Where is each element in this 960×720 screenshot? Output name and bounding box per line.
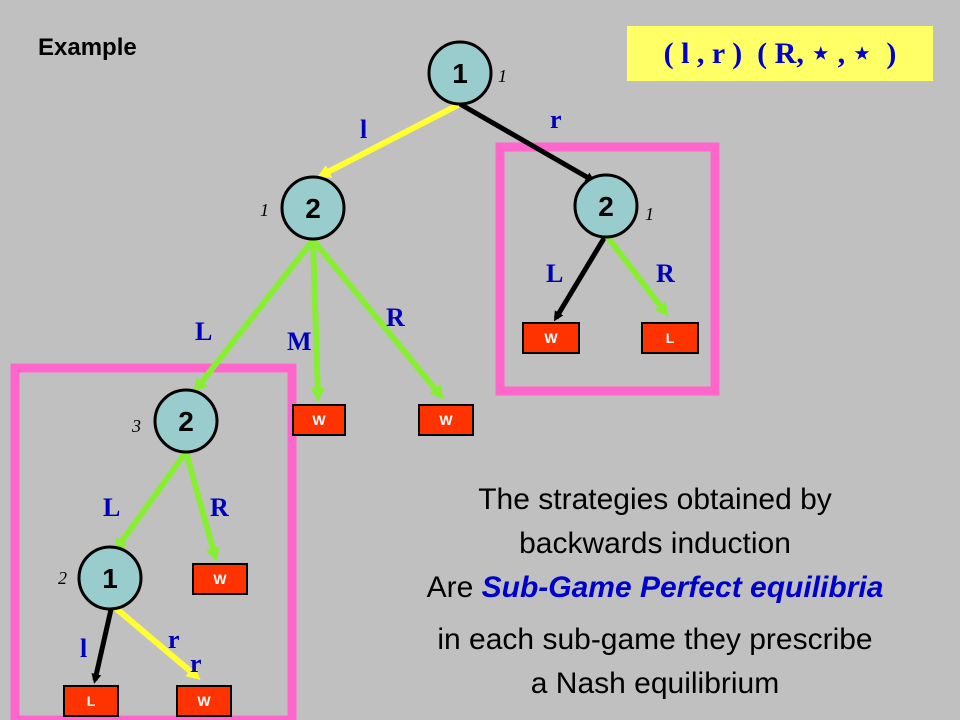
node-left2-index: 1 [260, 200, 269, 220]
node-right2: 2 1 [573, 173, 654, 239]
edge-label-left2-M: M [287, 327, 312, 356]
leaf-right2-R: L [641, 322, 699, 354]
node-bottom1: 1 2 [58, 545, 143, 611]
slide-title: Example [38, 34, 137, 61]
node-left2: 2 1 [260, 175, 346, 241]
node-left3-index: 3 [131, 416, 141, 436]
edge-bottom1-r [110, 602, 201, 680]
leaf-left3-R: W [192, 563, 248, 595]
leaf-right2-R-label: L [666, 330, 675, 346]
leaf-left2-M-label: W [312, 412, 326, 428]
edge-label-left3-R: R [210, 493, 229, 522]
edge-right2-L [553, 233, 609, 322]
edge-bottom1-l [91, 604, 115, 684]
node-left3: 2 3 [131, 388, 219, 454]
edge-left2-L [193, 238, 316, 393]
edge-label-root-l: l [360, 115, 367, 144]
edge-label-bottom1-r-lower: r [190, 649, 202, 678]
leaf-left3-R-label: W [213, 571, 227, 587]
node-root-label: 1 [452, 58, 468, 89]
edge-root-l [316, 101, 462, 178]
leaf-bottom1-r-label: W [197, 693, 211, 709]
node-left3-label: 2 [178, 406, 194, 437]
edge-left2-R [310, 238, 444, 400]
caption-line-4: in each sub-game they prescribe [437, 623, 873, 656]
node-root-index: 1 [498, 66, 507, 86]
leaf-left2-R: W [418, 404, 474, 436]
edge-label-left3-L: L [103, 493, 120, 522]
subgame-box-right [495, 142, 720, 396]
node-left2-label: 2 [305, 193, 321, 224]
strategy-profile-box: ( l , r ) ( R, ⋆ , ⋆ ) [627, 26, 933, 81]
leaf-right2-L-label: W [544, 330, 558, 346]
node-bottom1-label: 1 [102, 563, 118, 594]
edge-label-right2-L: L [546, 259, 563, 288]
leaf-left2-M: W [292, 404, 346, 436]
leaf-right2-L: W [522, 322, 580, 354]
leaf-bottom1-l-label: L [87, 693, 96, 709]
caption-line-5: a Nash equilibrium [530, 667, 780, 700]
edge-left2-M [310, 239, 325, 402]
leaf-left2-R-label: W [439, 412, 453, 428]
leaf-bottom1-l: L [63, 685, 119, 717]
caption-emphasis: Sub-Game Perfect equilibria [481, 571, 884, 604]
edge-right2-R [603, 233, 669, 317]
edge-label-left2-L: L [195, 317, 212, 346]
caption-line-3: Are Sub-Game Perfect equilibria [355, 566, 955, 610]
edge-left3-L [113, 450, 189, 553]
subgame-box-left [10, 363, 297, 720]
edge-label-root-r: r [550, 105, 562, 134]
edge-root-r [458, 101, 596, 183]
node-bottom1-index: 2 [58, 568, 67, 588]
node-root: 1 1 [427, 40, 507, 106]
edge-label-bottom1-r-upper: r [168, 625, 180, 654]
leaf-bottom1-r: W [176, 685, 232, 717]
caption: The strategies obtained by backwards ind… [355, 478, 955, 706]
node-right2-index: 1 [645, 204, 654, 224]
edge-label-left2-R: R [386, 303, 405, 332]
caption-line-3-prefix: Are [426, 571, 482, 604]
node-right2-label: 2 [598, 191, 614, 222]
edge-left3-R [183, 451, 220, 562]
edge-label-bottom1-l: l [80, 634, 87, 663]
caption-line-1: The strategies obtained by [478, 483, 832, 516]
edge-label-right2-R: R [656, 259, 675, 288]
caption-line-2: backwards induction [519, 527, 791, 560]
